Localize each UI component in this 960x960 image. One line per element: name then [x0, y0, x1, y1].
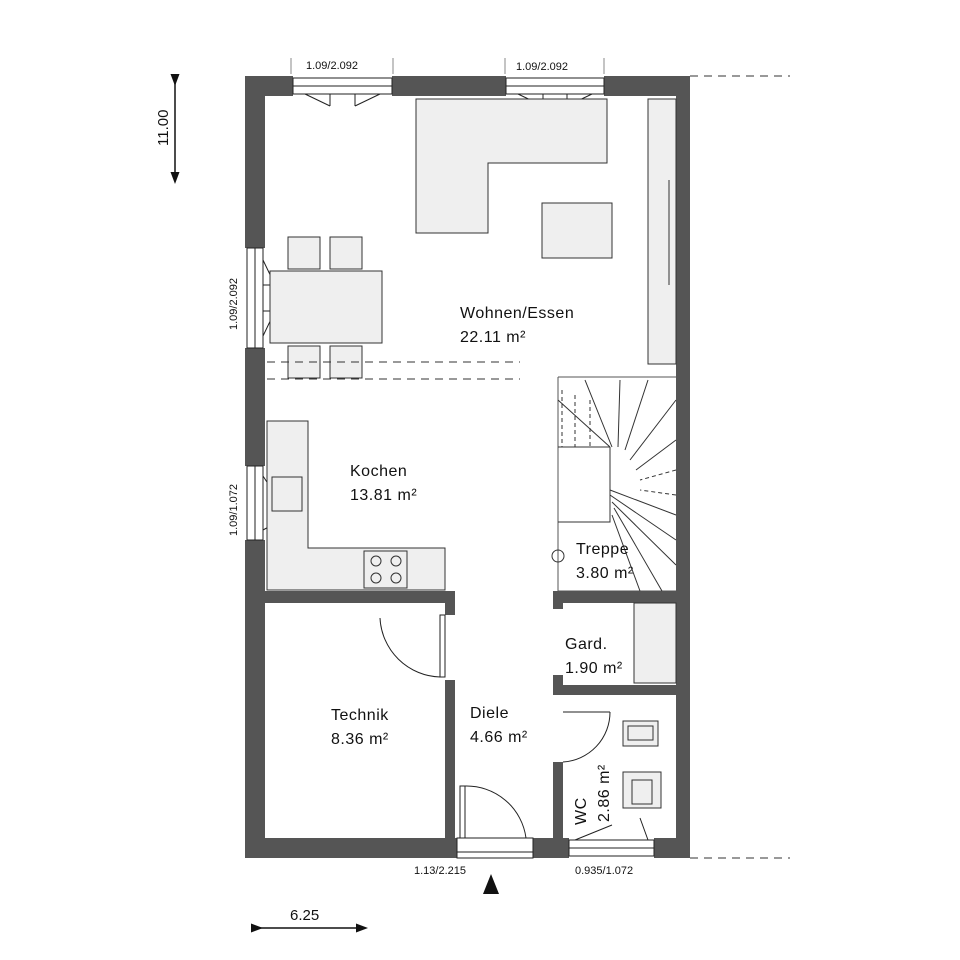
scale-width-label: 6.25 — [290, 907, 319, 924]
dim-wc-window: 0.935/1.072 — [575, 865, 633, 877]
room-area-wc: 2.86 m² — [596, 764, 613, 822]
exterior-walls — [245, 76, 690, 858]
dim-entrance-door: 1.13/2.215 — [414, 865, 466, 877]
interior-doors — [379, 614, 611, 763]
room-name-diele: Diele — [470, 705, 509, 722]
room-name-treppe: Treppe — [576, 541, 629, 558]
dim-window-left-lower: 1.09/1.072 — [228, 484, 240, 536]
scale-height-label: 11.00 — [155, 110, 172, 146]
scale-height: 11.00 — [155, 74, 180, 184]
furniture — [266, 98, 677, 809]
room-area-diele: 4.66 m² — [470, 729, 528, 746]
room-labels: Wohnen/Essen 22.11 m² Kochen 13.81 m² Tr… — [331, 305, 634, 825]
room-area-kochen: 13.81 m² — [350, 487, 417, 504]
interior-walls — [265, 591, 676, 858]
dimension-ticks — [290, 58, 605, 74]
scale-width: 6.25 — [251, 907, 368, 933]
dashed-lines — [267, 75, 790, 859]
dimension-labels: 1.09/2.092 1.09/2.092 1.09/2.092 1.09/1.… — [228, 60, 633, 877]
room-area-wohnen: 22.11 m² — [460, 329, 526, 346]
room-area-gard: 1.90 m² — [565, 660, 623, 677]
room-name-kochen: Kochen — [350, 463, 407, 480]
room-area-treppe: 3.80 m² — [576, 565, 634, 582]
room-name-wc: WC — [573, 797, 590, 825]
staircase — [551, 376, 677, 592]
dim-window-top-right: 1.09/2.092 — [516, 61, 568, 73]
room-name-gard: Gard. — [565, 636, 608, 653]
dim-window-top-left: 1.09/2.092 — [306, 60, 358, 72]
dim-window-left-upper: 1.09/2.092 — [228, 278, 240, 330]
room-area-technik: 8.36 m² — [331, 731, 389, 748]
entrance-door — [456, 785, 534, 859]
entrance-arrow-icon — [483, 874, 499, 894]
room-name-wohnen: Wohnen/Essen — [460, 305, 574, 322]
room-name-technik: Technik — [331, 707, 389, 724]
